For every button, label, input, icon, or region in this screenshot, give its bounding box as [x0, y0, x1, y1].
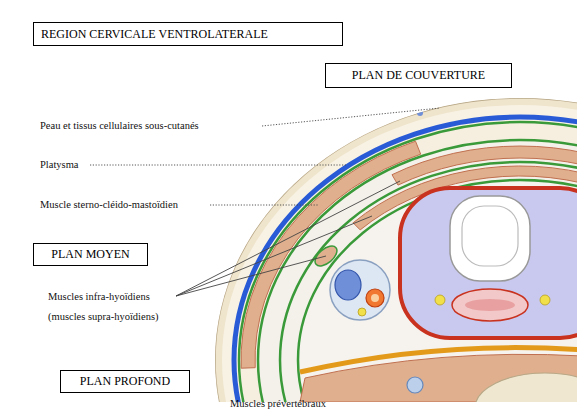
subcutaneous-layer: [222, 105, 577, 402]
esophagus: [452, 289, 528, 321]
structure-label: Muscle sterno-cléido-mastoïdien: [40, 198, 178, 211]
prevertebral-fascia: [300, 348, 577, 372]
vagus-nerve: [358, 308, 366, 316]
plane-title: PLAN DE COUVERTURE: [352, 68, 485, 83]
structure-label: Peau et tissus cellulaires sous-cutanés: [40, 119, 199, 132]
structure-label: Platysma: [40, 158, 79, 171]
structure-label: Muscles prévertébraux: [230, 397, 326, 410]
leader-line: [210, 205, 318, 206]
platysma: [234, 117, 577, 402]
carotid-sheath: [330, 260, 390, 320]
middle-fascia: [258, 140, 577, 402]
common-carotid-artery: [366, 289, 384, 307]
superficial-fascia: [239, 122, 577, 402]
structure-label: (muscles supra-hyoïdiens): [48, 310, 159, 323]
internal-jugular-vein: [335, 270, 361, 300]
visceral-sheath: [400, 188, 577, 338]
leader-line: [90, 165, 346, 166]
plane-title: PLAN PROFOND: [80, 374, 170, 389]
trachea: [450, 196, 530, 281]
middle-fascia: [280, 162, 577, 402]
recurrent-nerve: [540, 295, 550, 305]
plane-box: PLAN PROFOND: [60, 370, 190, 393]
esophagus-lumen: [465, 299, 515, 311]
title-box: REGION CERVICALE VENTROLATERALE: [33, 22, 343, 46]
vertebral-body: [475, 373, 577, 402]
leader-line: [176, 216, 372, 296]
plane-box: PLAN MOYEN: [33, 243, 148, 266]
title-text: REGION CERVICALE VENTROLATERALE: [41, 27, 268, 42]
plane-box: PLAN DE COUVERTURE: [325, 63, 512, 88]
plane-title: PLAN MOYEN: [51, 247, 129, 262]
structure-label: Muscles infra-hyoïdiens: [48, 290, 150, 303]
vertebral-artery: [407, 377, 423, 393]
skin-layer: [215, 98, 577, 402]
artery-lumen: [371, 294, 379, 302]
leader-line: [262, 108, 440, 126]
superficial-vein: [417, 110, 423, 116]
trachea-lumen: [462, 206, 518, 266]
middle-fascia: [298, 180, 577, 402]
superficial-vein: [302, 155, 308, 161]
omohyoid-muscle: [312, 242, 341, 269]
recurrent-nerve: [435, 295, 445, 305]
leader-line: [176, 181, 400, 296]
leader-line: [176, 256, 326, 296]
